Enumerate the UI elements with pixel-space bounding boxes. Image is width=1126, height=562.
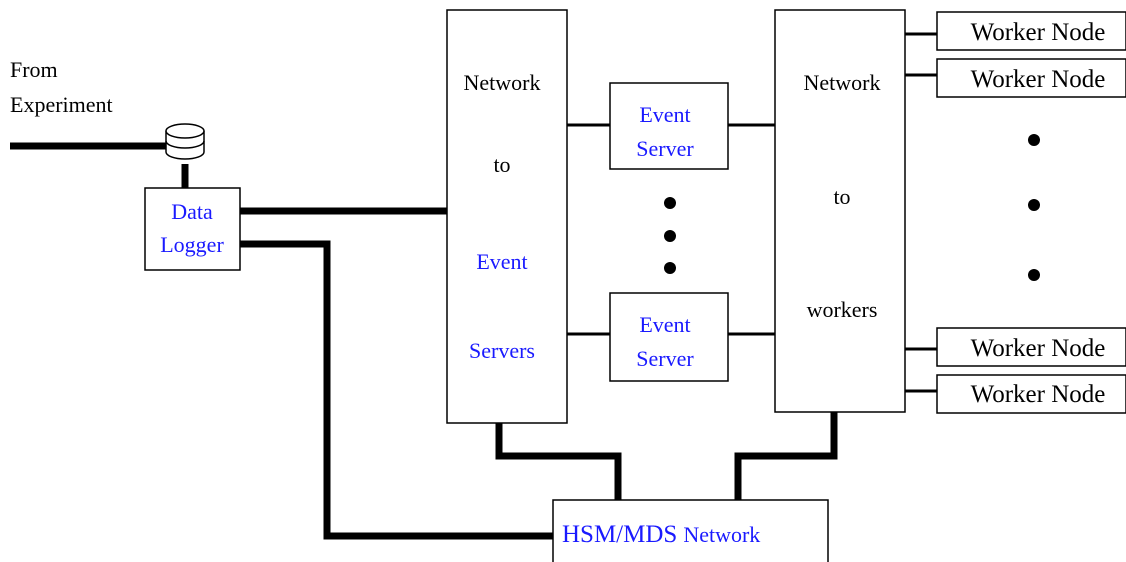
worker-node-2-label: Worker Node <box>971 66 1106 93</box>
worker-network-label-line1: Network <box>804 70 881 95</box>
event-network-label-line2: to <box>493 152 510 177</box>
event-network-label-line3: Event <box>476 249 527 274</box>
worker-node-box-1 <box>936 11 1126 51</box>
worker-node-3-label: Worker Node <box>971 335 1106 362</box>
thick-links <box>10 142 838 540</box>
data-logger-label-line2: Logger <box>160 232 224 257</box>
event-network-label-line1: Network <box>464 70 541 95</box>
event-server-box-1 <box>609 82 729 170</box>
event-server-2-label-line1: Event <box>639 312 690 337</box>
thin-links <box>567 32 937 393</box>
hsm-network-label-part2: Network <box>683 522 760 547</box>
event-network-box <box>446 9 568 424</box>
worker-dot-3 <box>1028 269 1040 281</box>
worker-network-label-line2: to <box>833 184 850 209</box>
data-logger-box <box>144 187 241 271</box>
server-dot-2 <box>664 230 676 242</box>
worker-network-box <box>774 9 906 413</box>
worker-network-to-hsm-line <box>734 412 838 500</box>
worker-node-box-2 <box>936 58 1126 98</box>
worker-node-box-3 <box>936 327 1126 367</box>
event-network-to-hsm-line <box>495 423 622 500</box>
worker-node-box-4 <box>936 374 1126 414</box>
hsm-network-box <box>552 499 829 562</box>
boxes <box>144 9 1126 562</box>
worker-node-1-label: Worker Node <box>971 19 1106 46</box>
worker-dot-1 <box>1028 134 1040 146</box>
worker-node-4-label: Worker Node <box>971 381 1106 408</box>
event-server-1-label-line1: Event <box>639 102 690 127</box>
ellipsis-dots <box>664 134 1040 281</box>
disk-icon <box>165 123 205 160</box>
hsm-network-label-part1: HSM/MDS <box>562 521 677 548</box>
server-dot-1 <box>664 197 676 209</box>
data-logger-label-line1: Data <box>171 199 213 224</box>
worker-dot-2 <box>1028 199 1040 211</box>
source-label-line2: Experiment <box>10 92 113 117</box>
event-network-label-line4: Servers <box>469 338 535 363</box>
server-dot-3 <box>664 262 676 274</box>
source-label-line1: From <box>10 57 58 82</box>
event-server-1-label-line2: Server <box>636 136 694 161</box>
worker-network-label-line3: workers <box>807 297 878 322</box>
event-server-box-2 <box>609 292 729 382</box>
event-server-2-label-line2: Server <box>636 346 694 371</box>
logger-to-hsm-line <box>240 240 553 540</box>
